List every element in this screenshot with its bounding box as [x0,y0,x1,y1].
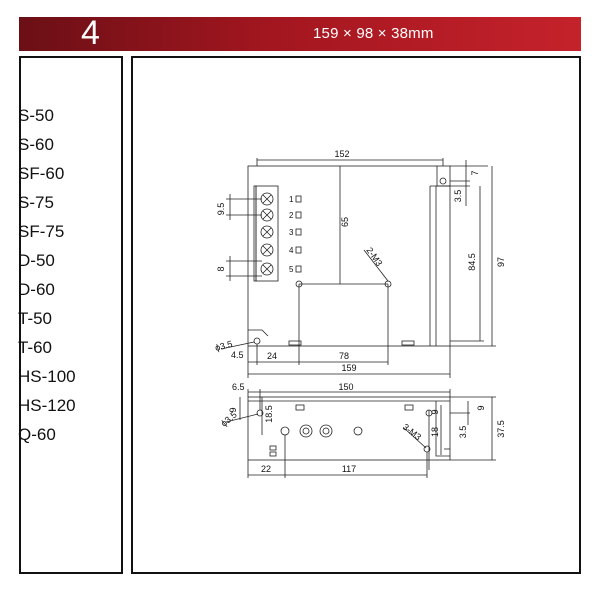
overall-dimensions: 159 × 98 × 38mm [313,25,434,42]
dim-8: 8 [216,266,226,271]
top-view: 1 2 3 4 5 2-M3 65 ϕ3.5 [214,149,506,378]
terminal-2: 2 [289,211,294,220]
terminal-4: 4 [289,246,294,255]
side-dim-9-b: 9 [476,405,486,410]
header-bar: 4 159 × 98 × 38mm [19,14,581,52]
top-hole-label: 2-M3 [364,245,384,268]
dim-4-5: 4.5 [231,350,244,360]
dim-18: 18 [430,427,440,437]
terminal-block [255,185,279,282]
model-item: D-60 [18,280,55,299]
dim-78: 78 [339,351,349,361]
dim-84-5: 84.5 [467,253,477,271]
model-item: SF-60 [18,164,65,183]
side-view-outline [247,396,451,461]
side-hole-label: 3-M3 [401,422,423,443]
terminal-1: 1 [289,195,294,204]
terminal-screws [260,192,274,276]
top-diameter-label: ϕ3.5 [214,339,234,353]
dim-117: 117 [342,464,356,474]
dim-150: 150 [338,382,353,392]
model-item: D-50 [18,251,55,270]
top-dim-3-5: 3.5 [453,190,463,203]
dim-9-5: 9.5 [216,203,226,216]
terminal-5: 5 [289,265,294,274]
model-item: SF-75 [18,222,65,241]
dim-6-5: 6.5 [232,382,245,392]
model-item: Q-60 [18,425,56,444]
dim-7: 7 [470,170,480,175]
dim-65: 65 [340,217,350,227]
terminal-3: 3 [289,228,294,237]
dim-152: 152 [334,149,349,159]
model-list-panel [19,56,123,574]
terminal-labels: 1 2 3 4 5 [289,195,302,274]
dim-24: 24 [267,351,277,361]
dim-159: 159 [341,363,356,373]
model-item: S-60 [18,135,54,154]
model-item: S-75 [18,193,54,212]
model-item: HS-100 [18,367,76,386]
top-view-outline [247,165,451,347]
drawing-panel [131,56,581,574]
dim-18-5: 18.5 [264,405,274,423]
dim-37-5: 37.5 [496,420,506,438]
model-item: S-50 [18,106,54,125]
dim-22: 22 [261,464,271,474]
model-item: T-60 [18,338,53,357]
model-item: T-50 [18,309,53,328]
dim-97: 97 [496,257,506,267]
side-view: ϕ3.5 3-M3 6.5 150 9 18.5 9 18 3.5 9 37.5… [219,382,506,478]
side-dim-3-5: 3.5 [458,426,468,439]
side-dim-9-left: 9 [228,407,238,412]
model-group-number: 4 [81,14,100,52]
model-item: HS-120 [18,396,76,415]
side-dim-9-a: 9 [430,409,440,414]
